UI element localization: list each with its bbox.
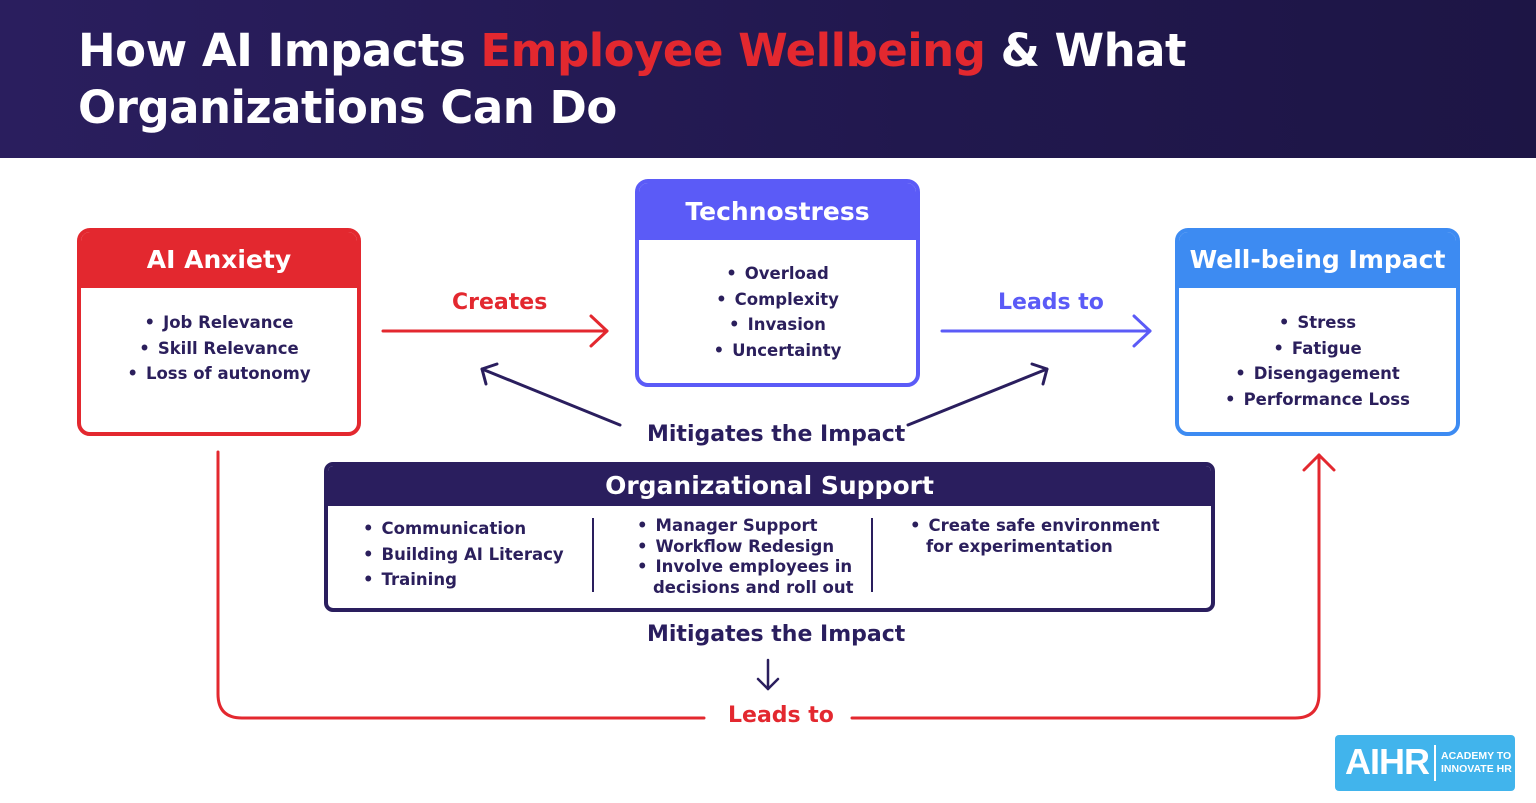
- list-item: Communication: [363, 516, 564, 542]
- list-item: Uncertainty: [639, 338, 916, 364]
- title-part-2: & What: [985, 24, 1187, 77]
- list-item-continuation: decisions and roll out: [653, 577, 854, 597]
- creates-arrow: [381, 314, 609, 348]
- title-line-2: Organizations Can Do: [78, 81, 617, 134]
- logo-line-2: INNOVATE HR: [1441, 763, 1512, 775]
- column-divider: [871, 518, 873, 592]
- creates-label: Creates: [452, 290, 548, 315]
- list-item: Manager Support: [637, 516, 854, 537]
- technostress-title: Technostress: [639, 183, 916, 240]
- title-highlight: Employee Wellbeing: [480, 24, 986, 77]
- header-banner: How AI Impacts Employee Wellbeing & What…: [0, 0, 1536, 158]
- ai-anxiety-list: Job Relevance Skill Relevance Loss of au…: [81, 288, 357, 387]
- leads-to-top-arrow: [940, 314, 1152, 348]
- mitigates-left-arrow: [480, 362, 622, 427]
- leads-to-label: Leads to: [998, 290, 1104, 315]
- ai-anxiety-box: AI Anxiety Job Relevance Skill Relevance…: [77, 228, 361, 436]
- support-column-2: Manager Support Workflow Redesign Involv…: [637, 516, 854, 598]
- logo-mark: AIHR: [1345, 741, 1430, 782]
- technostress-list: Overload Complexity Invasion Uncertainty: [639, 240, 916, 364]
- title-part-1: How AI Impacts: [78, 24, 481, 77]
- list-item: Job Relevance: [81, 310, 357, 336]
- wellbeing-impact-list: Stress Fatigue Disengagement Performance…: [1179, 288, 1456, 413]
- bottom-loop-arrow: [216, 450, 1336, 720]
- list-item: Skill Relevance: [81, 336, 357, 362]
- page-title: How AI Impacts Employee Wellbeing & What…: [78, 22, 1478, 136]
- list-item: Involve employees in: [637, 557, 854, 578]
- list-item: Complexity: [639, 287, 916, 313]
- list-item: Fatigue: [1179, 336, 1456, 362]
- list-item: Create safe environment: [910, 516, 1160, 537]
- organizational-support-box: Organizational Support Communication Bui…: [324, 462, 1215, 612]
- list-item-continuation: for experimentation: [926, 536, 1113, 556]
- logo-divider: [1434, 745, 1436, 781]
- column-divider: [592, 518, 594, 592]
- support-column-1: Communication Building AI Literacy Train…: [363, 516, 564, 593]
- list-item: Stress: [1179, 310, 1456, 336]
- mitigates-impact-label-bottom: Mitigates the Impact: [647, 622, 906, 647]
- mitigates-right-arrow: [906, 362, 1049, 427]
- list-item: Loss of autonomy: [81, 361, 357, 387]
- logo-line-1: ACADEMY TO: [1441, 750, 1512, 762]
- organizational-support-title: Organizational Support: [328, 466, 1211, 506]
- list-item: Disengagement: [1179, 361, 1456, 387]
- list-item: Performance Loss: [1179, 387, 1456, 413]
- leads-to-bottom-label: Leads to: [728, 703, 834, 728]
- support-column-3: Create safe environment for experimentat…: [910, 516, 1160, 557]
- logo-tagline: ACADEMY TO INNOVATE HR: [1441, 750, 1513, 776]
- list-item: Invasion: [639, 312, 916, 338]
- list-item: Building AI Literacy: [363, 542, 564, 568]
- wellbeing-impact-title: Well-being Impact: [1179, 232, 1456, 288]
- ai-anxiety-title: AI Anxiety: [81, 232, 357, 288]
- list-item: Training: [363, 567, 564, 593]
- list-item: Workflow Redesign: [637, 537, 854, 558]
- list-item: Overload: [639, 261, 916, 287]
- aihr-logo: AIHR ACADEMY TO INNOVATE HR: [1335, 735, 1515, 791]
- wellbeing-impact-box: Well-being Impact Stress Fatigue Disenga…: [1175, 228, 1460, 436]
- mitigates-down-arrow: [756, 658, 780, 691]
- mitigates-impact-label: Mitigates the Impact: [647, 422, 906, 447]
- technostress-box: Technostress Overload Complexity Invasio…: [635, 179, 920, 387]
